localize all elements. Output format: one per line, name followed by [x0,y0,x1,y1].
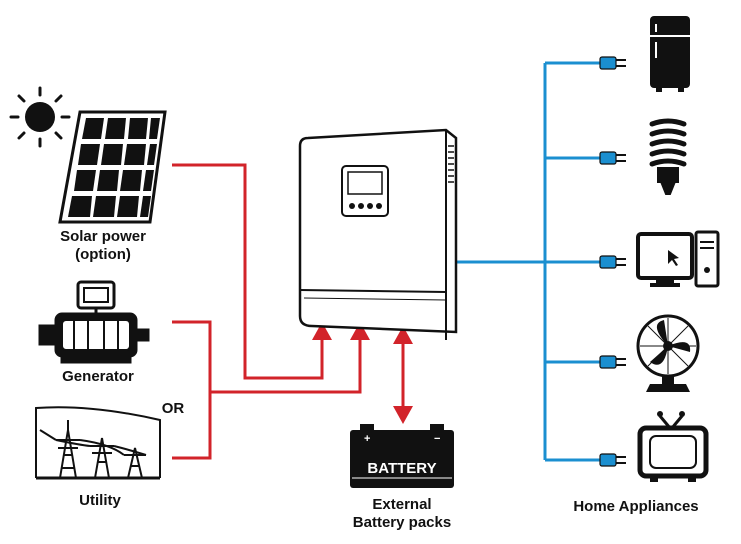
generator-arrow-head [350,322,370,340]
battery-label: BATTERY [367,460,437,477]
utility-wire [172,392,212,460]
battery-caption-line1: External [372,496,432,513]
fridge-icon [650,16,690,92]
solar-wire [172,163,324,380]
input-arrows [312,322,370,340]
battery-arrow [393,326,413,424]
sun-icon [9,86,71,148]
plug-icon [599,151,626,165]
generator-label: Generator [62,368,134,385]
svg-text:+: + [364,433,370,445]
inverter-icon [298,128,458,340]
bulb-icon [649,118,687,195]
utility-label: Utility [79,492,121,509]
or-label: OR [161,400,185,417]
solar-label-line2: (option) [75,246,131,263]
battery-caption-line2: Battery packs [352,514,452,531]
utility-tower-icon [35,406,161,480]
computer-icon [636,230,720,288]
plug-icon [599,56,626,70]
fan-icon [636,314,700,392]
output-wires [456,61,600,462]
plug-icon [599,255,626,269]
solar-label-line1: Solar power [60,228,146,245]
tv-icon [637,411,709,482]
generator-icon [38,280,150,364]
battery-icon: + − [350,424,454,488]
plugs [599,56,626,467]
svg-text:−: − [434,433,440,445]
solar-panel-icon [58,110,167,224]
appliances-label: Home Appliances [573,498,699,515]
solar-arrow-head [312,322,332,340]
plug-icon [599,355,626,369]
input-wires [172,163,362,460]
plug-icon [599,453,626,467]
generator-wire [172,320,362,394]
